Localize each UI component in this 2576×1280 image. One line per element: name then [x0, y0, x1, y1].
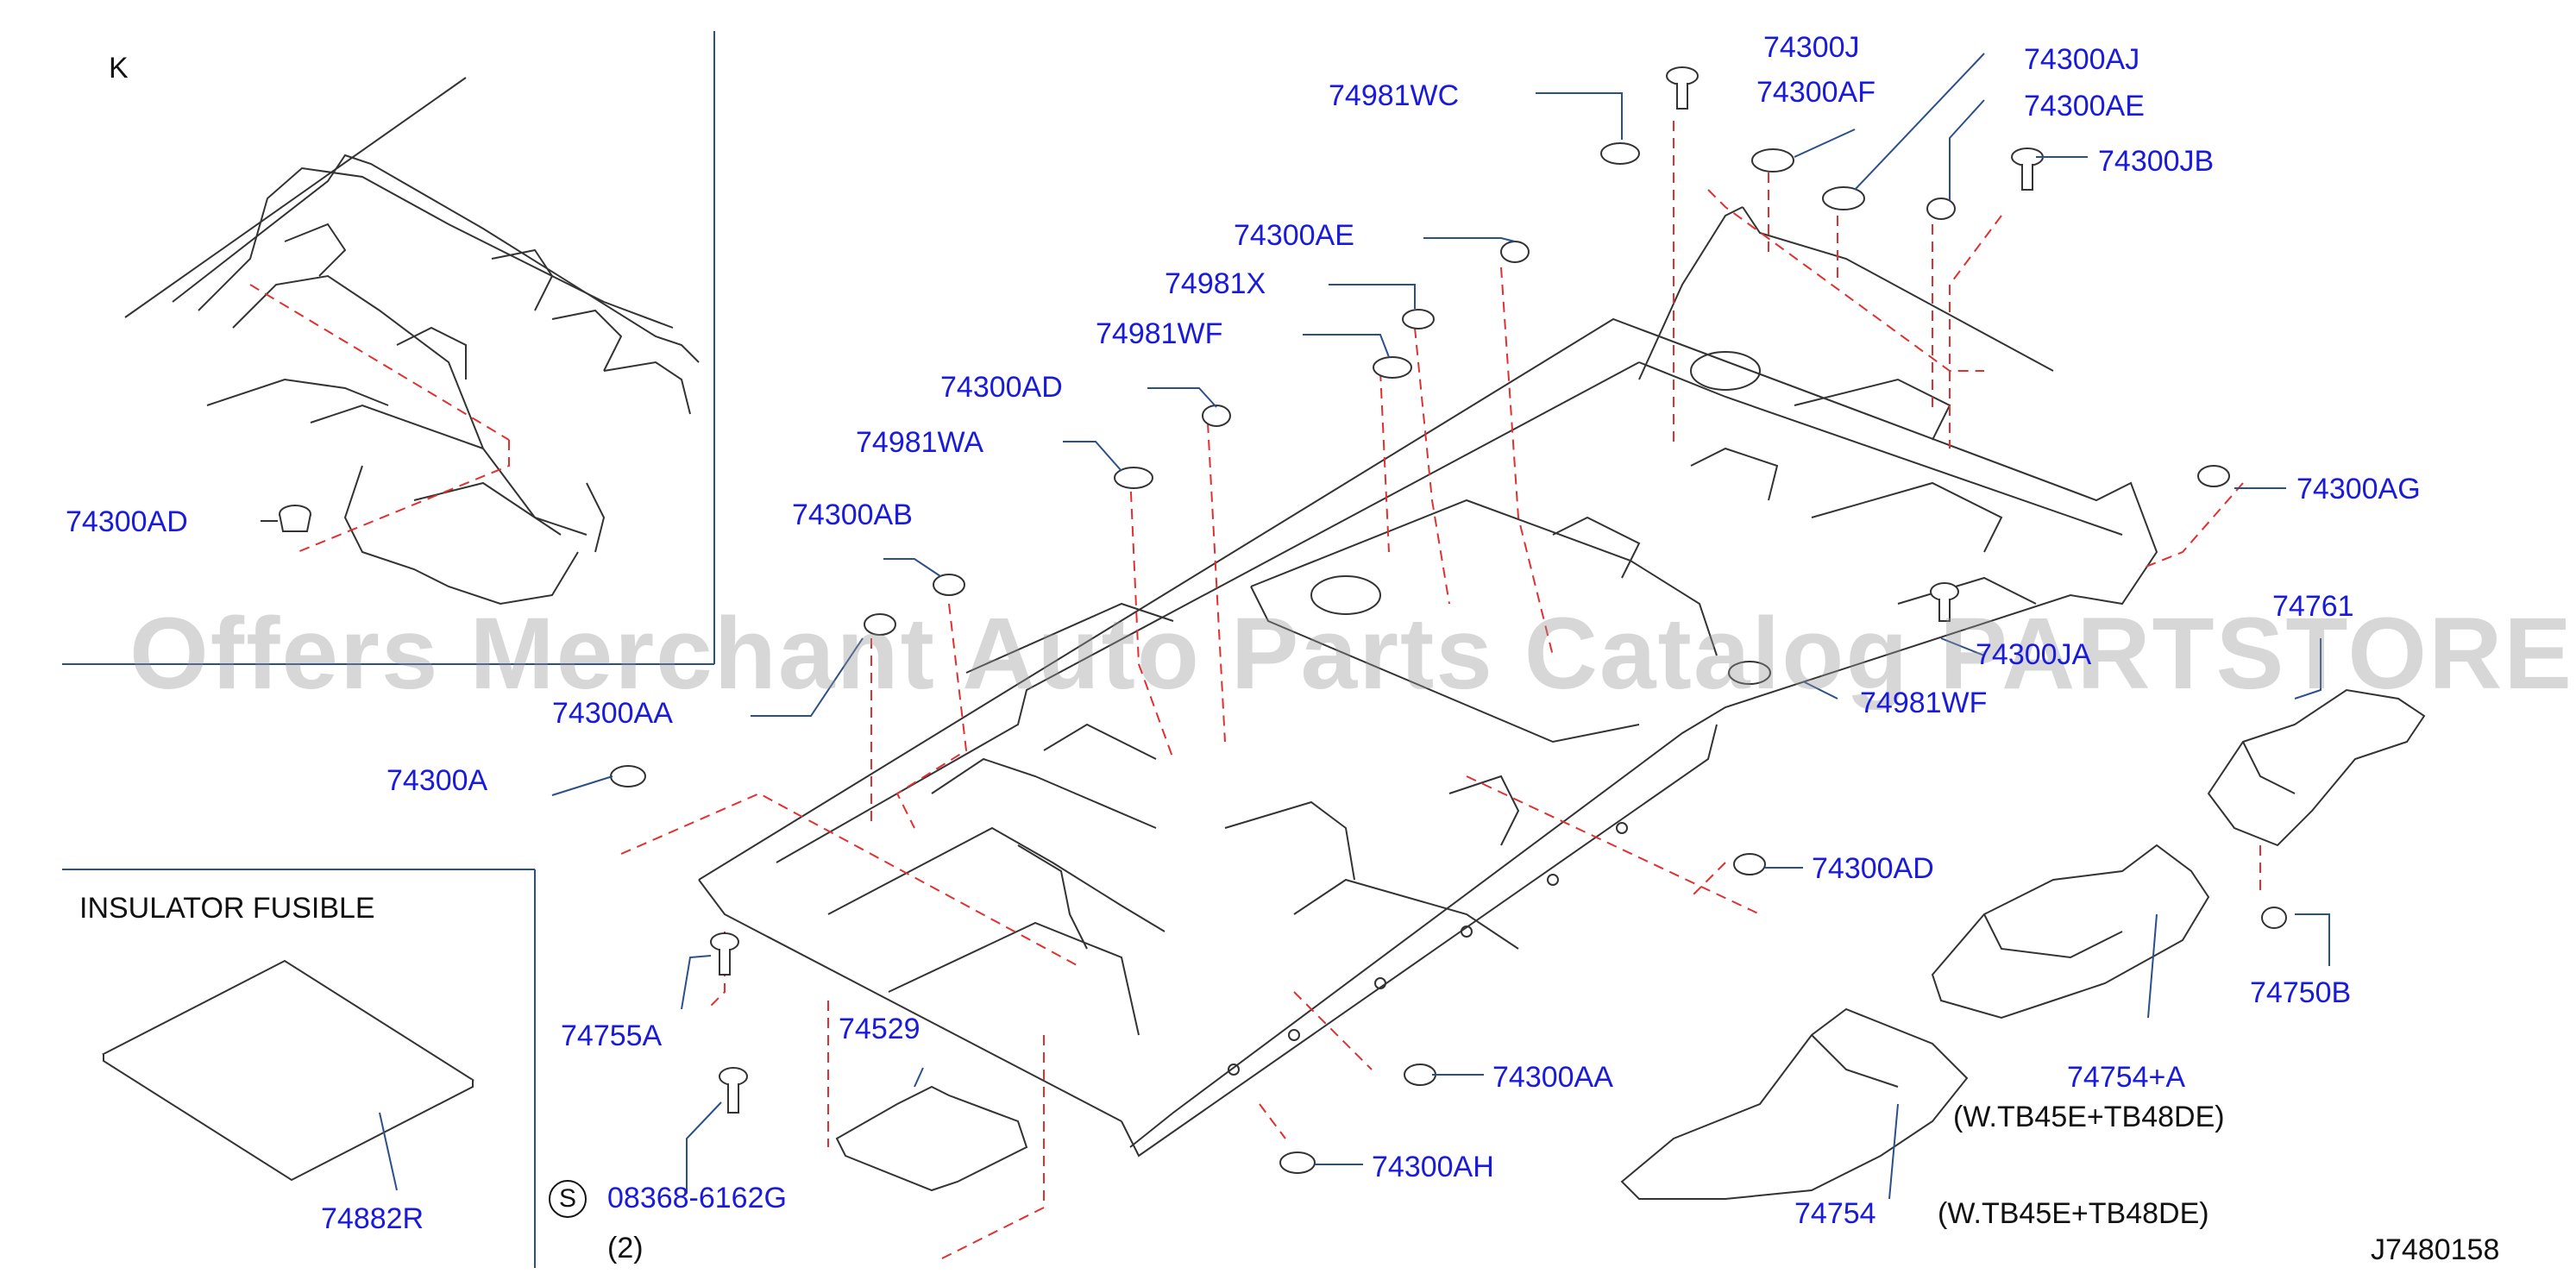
panel-74529	[835, 1085, 1028, 1192]
part-label-74981wa[interactable]: 74981WA	[856, 426, 984, 459]
main-leader-lines	[620, 121, 2261, 1260]
part-label-74754[interactable]: 74754	[1794, 1197, 1876, 1230]
part-label-74300ja[interactable]: 74300JA	[1976, 638, 2092, 671]
part-label-08368-6162g[interactable]: 08368-6162G	[607, 1182, 787, 1214]
variant-note-a: (W.TB45E+TB48DE)	[1953, 1101, 2225, 1133]
bracket-74761	[2207, 688, 2426, 847]
part-label-74529[interactable]: 74529	[839, 1013, 920, 1045]
part-label-74300ag[interactable]: 74300AG	[2296, 473, 2421, 505]
part-label-74300ah[interactable]: 74300AH	[1372, 1151, 1494, 1183]
part-label-74300ad-right[interactable]: 74300AD	[1812, 852, 1934, 885]
part-label-74981x[interactable]: 74981X	[1165, 267, 1266, 300]
clip-icon	[279, 505, 311, 532]
inset-leader-lines	[249, 284, 510, 553]
variant-note-b: (W.TB45E+TB48DE)	[1938, 1197, 2209, 1230]
insulator-title: INSULATOR FUSIBLE	[79, 892, 375, 925]
inset-k-label: K	[109, 52, 129, 85]
part-label-74300af[interactable]: 74300AF	[1756, 76, 1875, 109]
screw-symbol: S	[549, 1180, 587, 1218]
part-label-74761[interactable]: 74761	[2272, 590, 2354, 623]
part-label-74300ad-inset[interactable]: 74300AD	[66, 505, 188, 538]
fastener-glyphs	[610, 66, 2287, 1174]
part-label-74300a[interactable]: 74300A	[386, 764, 488, 797]
part-label-74300ad-mid[interactable]: 74300AD	[940, 371, 1063, 404]
heat-shield-74754A	[1931, 844, 2210, 1020]
part-label-74754a[interactable]: 74754+A	[2067, 1061, 2186, 1094]
part-label-74300aa-left[interactable]: 74300AA	[552, 697, 673, 730]
part-label-74300ae-top[interactable]: 74300AE	[2024, 90, 2145, 122]
part-label-74981wf-right[interactable]: 74981WF	[1860, 687, 1988, 719]
label-leaders	[551, 53, 2330, 1200]
part-label-74882r[interactable]: 74882R	[321, 1202, 424, 1235]
insulator-sheet	[101, 959, 475, 1182]
part-label-74755a[interactable]: 74755A	[561, 1020, 663, 1052]
main-floor-assembly	[698, 206, 2158, 1158]
watermark-text: Offers Merchant Auto Parts Catalog PARTS…	[129, 597, 2576, 711]
part-label-74300ae[interactable]: 74300AE	[1234, 219, 1354, 252]
screw-quantity: (2)	[607, 1232, 644, 1264]
heat-shield-74754	[1620, 1007, 1969, 1200]
part-label-74981wf-top[interactable]: 74981WF	[1096, 317, 1223, 350]
part-label-74300j[interactable]: 74300J	[1763, 31, 1860, 64]
part-label-74300ab[interactable]: 74300AB	[792, 499, 913, 531]
part-label-74300aa-bottom[interactable]: 74300AA	[1492, 1061, 1613, 1094]
part-label-74300jb[interactable]: 74300JB	[2098, 145, 2215, 178]
frame-lines	[62, 31, 715, 1268]
part-label-74981wc[interactable]: 74981WC	[1329, 79, 1460, 112]
part-label-74750b[interactable]: 74750B	[2250, 976, 2352, 1009]
inset-floor-section	[124, 77, 700, 605]
part-label-74300aj[interactable]: 74300AJ	[2024, 43, 2140, 76]
drawing-id: J7480158	[2371, 1233, 2500, 1266]
